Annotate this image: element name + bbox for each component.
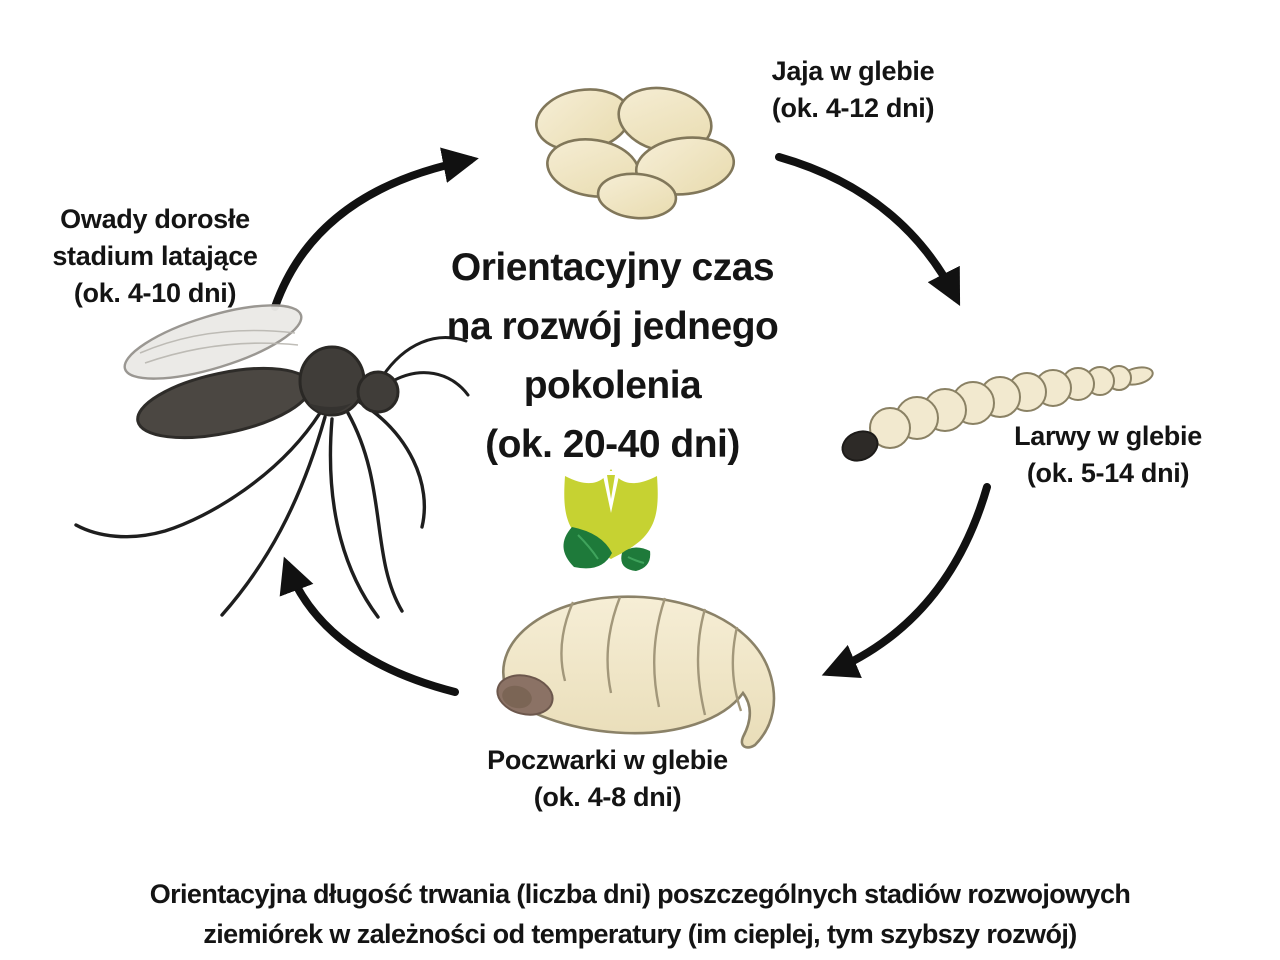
center-title: Orientacyjny czas na rozwój jednego poko… — [380, 238, 845, 474]
gnat-thorax — [298, 345, 366, 417]
tulip-leaf-logo-icon — [563, 469, 658, 571]
larva-name: Larwy w glebie — [1014, 421, 1202, 451]
center-title-line3: pokolenia — [523, 364, 702, 407]
caption-line2: ziemiórek w zależności od temperatury (i… — [203, 919, 1077, 949]
gnat-wing — [123, 304, 303, 380]
adult-fungus-gnat-illustration — [74, 304, 470, 619]
stage-label-adult: Owady dorosłe stadium latające (ok. 4-10… — [15, 201, 295, 312]
gnat-head — [356, 370, 400, 414]
arrow-larva-to-pupa — [821, 483, 991, 679]
stage-label-eggs: Jaja w glebie (ok. 4-12 dni) — [728, 53, 978, 127]
adult-duration: (ok. 4-10 dni) — [73, 278, 237, 308]
center-title-line4: (ok. 20-40 dni) — [485, 423, 740, 466]
adult-name-line2: stadium latające — [52, 241, 258, 271]
pupa-name: Poczwarki w glebie — [487, 745, 728, 775]
adult-name-line1: Owady dorosłe — [60, 204, 250, 234]
center-title-line1: Orientacyjny czas — [450, 246, 775, 289]
larva-head — [841, 430, 879, 462]
stage-label-larva: Larwy w glebie (ok. 5-14 dni) — [983, 418, 1233, 492]
arrow-pupa-to-adult — [279, 556, 459, 696]
arrow-adult-to-eggs — [271, 147, 479, 311]
center-title-line2: na rozwój jednego — [446, 305, 779, 348]
pupa-duration: (ok. 4-8 dni) — [533, 782, 682, 812]
larva-illustration — [841, 365, 1154, 462]
bottom-caption: Orientacyjna długość trwania (liczba dni… — [40, 874, 1240, 954]
stage-label-pupa: Poczwarki w glebie (ok. 4-8 dni) — [445, 742, 770, 816]
caption-line1: Orientacyjna długość trwania (liczba dni… — [149, 879, 1131, 909]
larva-duration: (ok. 5-14 dni) — [1026, 458, 1190, 488]
eggs-name: Jaja w glebie — [771, 56, 935, 86]
pupa-illustration — [496, 595, 776, 749]
eggs-duration: (ok. 4-12 dni) — [771, 93, 935, 123]
arrow-eggs-to-larva — [775, 153, 961, 307]
eggs-illustration — [535, 86, 736, 220]
